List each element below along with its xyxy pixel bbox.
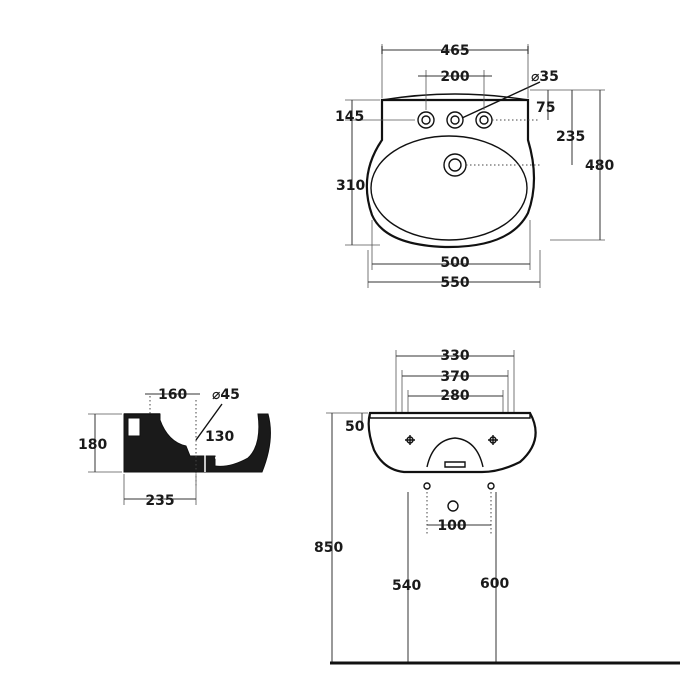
dim-235-side: 235 [145, 493, 174, 509]
dim-550: 550 [440, 275, 469, 291]
top-view-basin-outline [365, 81, 541, 249]
dim-465: 465 [440, 43, 469, 59]
dim-480: 480 [585, 158, 614, 174]
dim-280: 280 [440, 388, 469, 404]
dim-310: 310 [336, 178, 365, 194]
dim-145: 145 [335, 109, 364, 125]
dim-100: 100 [437, 518, 466, 534]
front-view-basin-outline [367, 411, 537, 512]
dim-130: 130 [205, 429, 234, 445]
dim-diameter-35: ⌀35 [531, 69, 559, 85]
dim-500: 500 [440, 255, 469, 271]
dim-600: 600 [480, 576, 509, 592]
dim-diameter-45: ⌀45 [212, 387, 240, 403]
top-view: 465 200 ⌀35 75 145 235 480 310 500 550 [335, 43, 614, 291]
dim-235-top: 235 [556, 129, 585, 145]
dim-75: 75 [536, 100, 555, 116]
dim-370: 370 [440, 369, 469, 385]
side-view-section [123, 413, 271, 473]
dim-50: 50 [345, 419, 365, 435]
dim-200: 200 [440, 69, 469, 85]
side-view: 160 ⌀45 130 180 235 [78, 387, 271, 509]
dim-160: 160 [158, 387, 187, 403]
dim-330: 330 [440, 348, 469, 364]
dim-180: 180 [78, 437, 107, 453]
dim-540: 540 [392, 578, 421, 594]
dim-850: 850 [314, 540, 343, 556]
front-view: 330 370 280 50 850 100 540 600 [314, 348, 680, 665]
